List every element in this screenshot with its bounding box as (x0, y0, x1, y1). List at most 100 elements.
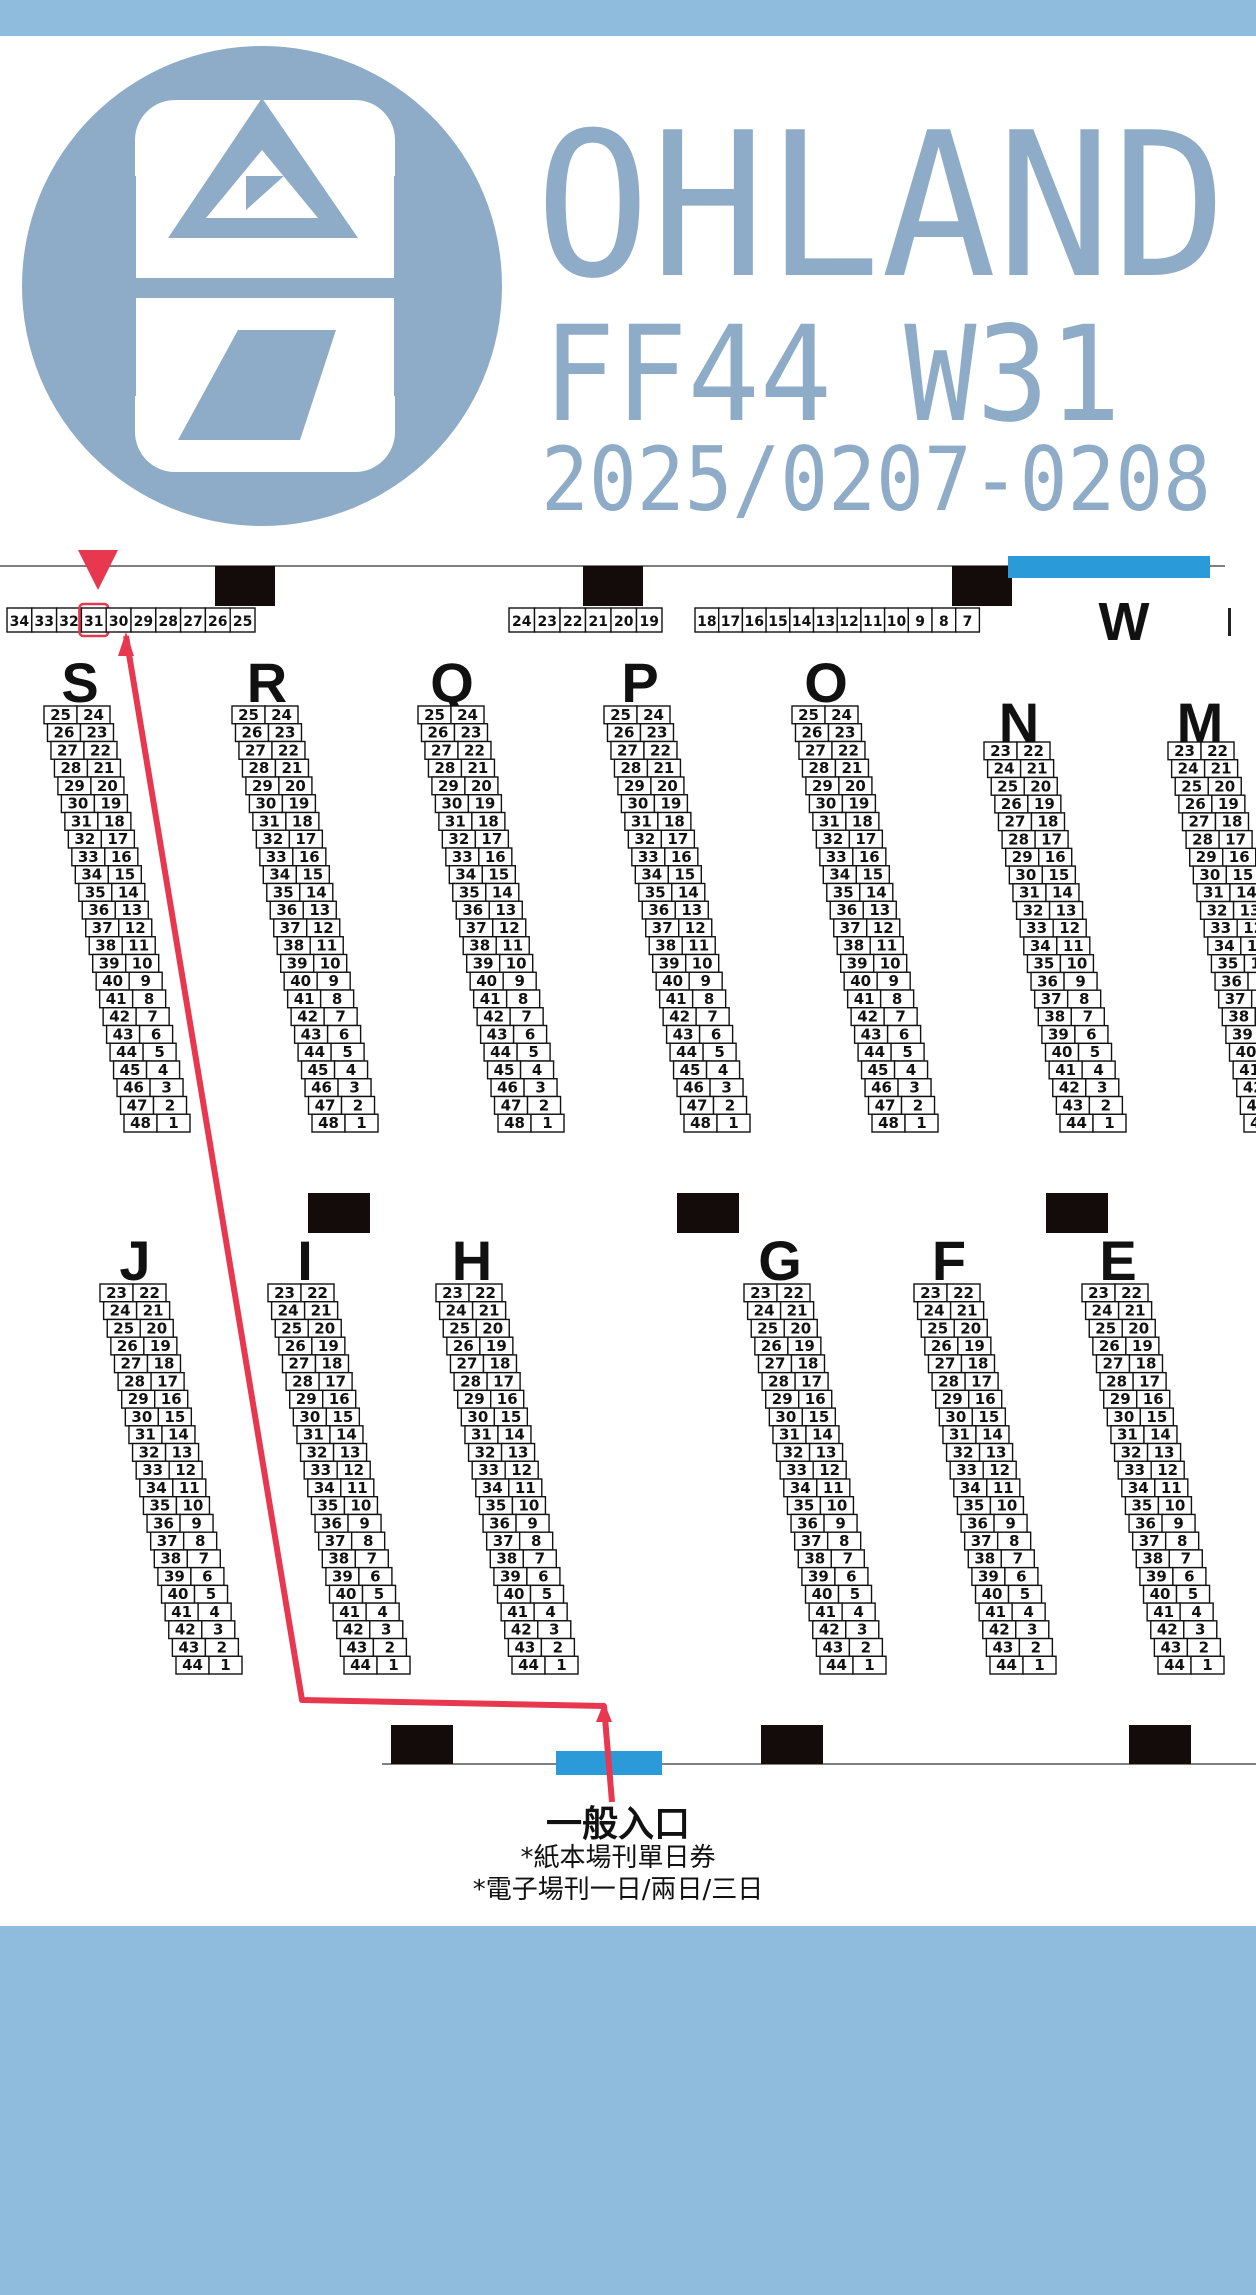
booth-number: 32 (822, 830, 843, 848)
wall-booth: 14 (789, 607, 815, 633)
booth-number: 22 (1207, 742, 1228, 760)
booth-number: 41 (854, 990, 875, 1008)
booth-number: 19 (1132, 1337, 1153, 1355)
booth-number: 31 (1019, 884, 1040, 902)
booth-number: 16 (975, 1390, 996, 1408)
booth-number: 16 (1229, 848, 1250, 866)
booth-number: 25 (610, 706, 631, 724)
booth-number: 10 (350, 1497, 371, 1515)
booth-number: 37 (325, 1532, 346, 1550)
booth-number: 15 (1048, 866, 1069, 884)
booth-number: 28 (620, 759, 641, 777)
booth-number: 40 (290, 972, 311, 990)
booth-number: 3 (535, 1079, 545, 1097)
booth-number: 26 (242, 724, 263, 742)
top-wall: W (0, 556, 1231, 652)
booth-number: 27 (121, 1355, 142, 1373)
booth-number: 23 (920, 1284, 941, 1302)
booth-number: 1 (728, 1114, 738, 1132)
booth-number: 26 (54, 724, 75, 742)
booth-number: 15 (332, 1408, 353, 1426)
booth-number: 24 (643, 706, 664, 724)
pillar (761, 1725, 823, 1764)
booth-number: 5 (902, 1043, 912, 1061)
booth-number: 9 (527, 1514, 537, 1532)
booth-number: 24 (1092, 1302, 1113, 1320)
booth-number: 5 (1090, 1043, 1100, 1061)
booth-number: 44 (1066, 1114, 1087, 1132)
booth-number: 31 (949, 1426, 970, 1444)
booth-number: 26 (453, 1337, 474, 1355)
booth-number: 14 (1236, 884, 1256, 902)
booth-number: 11 (993, 1479, 1014, 1497)
booth-number: 14 (168, 1426, 189, 1444)
booth-number: 32 (783, 1443, 804, 1461)
booth-number: 8 (1079, 990, 1089, 1008)
booth-number: 7 (335, 1008, 345, 1026)
wall-booth: 19 (635, 607, 663, 633)
booth-number: 21 (479, 1302, 500, 1320)
booth-number: 25 (997, 777, 1018, 795)
row-letter: O (804, 651, 848, 714)
booth-number: 42 (483, 1008, 504, 1026)
booth-number: 20 (314, 1319, 335, 1337)
booth-number: 20 (285, 777, 306, 795)
booth-number: 13 (1240, 901, 1256, 919)
booth-number: 28 (938, 1372, 959, 1390)
wall-booth-number: 18 (697, 614, 716, 630)
booth-number: 25 (757, 1319, 778, 1337)
entrance-title: 一般入口 (546, 1804, 690, 1845)
booth-number: 15 (808, 1408, 829, 1426)
booth-number: 27 (1189, 813, 1210, 831)
booth-number: 19 (318, 1337, 339, 1355)
booth-number: 38 (843, 937, 864, 955)
booth-number: 1 (220, 1656, 230, 1674)
booth-number: 39 (332, 1567, 353, 1585)
booth-number: 4 (545, 1603, 555, 1621)
booth-number: 17 (295, 830, 316, 848)
booth-number: 18 (478, 812, 499, 830)
booth-number: 12 (313, 919, 334, 937)
booth-number: 37 (493, 1532, 514, 1550)
wall-booth-number: 33 (34, 614, 53, 630)
booth-number: 3 (721, 1079, 731, 1097)
booth-number: 44 (304, 1043, 325, 1061)
booth-number: 23 (461, 724, 482, 742)
booth-number: 32 (262, 830, 283, 848)
booth-number: 38 (804, 1550, 825, 1568)
booth-number: 19 (848, 795, 869, 813)
booth-number: 46 (311, 1079, 332, 1097)
booth-number: 42 (669, 1008, 690, 1026)
booth-number: 18 (798, 1355, 819, 1373)
booth-number: 38 (283, 937, 304, 955)
booth-number: 25 (424, 706, 445, 724)
booth-number: 6 (370, 1567, 380, 1585)
booth-number: 6 (711, 1025, 721, 1043)
wall-booth: 25 (229, 607, 256, 633)
booth-number: 33 (266, 848, 287, 866)
booth-number: 24 (831, 706, 852, 724)
booth-number: 39 (287, 954, 308, 972)
booth-number: 14 (504, 1426, 525, 1444)
wall-booth-number: 30 (109, 614, 129, 630)
booth-number: 6 (525, 1025, 535, 1043)
booth-number: 25 (798, 706, 819, 724)
booth-number: 31 (1203, 884, 1224, 902)
booth-number: 41 (294, 990, 315, 1008)
booth-number: 34 (1030, 937, 1051, 955)
booth-number: 11 (1063, 937, 1084, 955)
booth-number: 38 (974, 1550, 995, 1568)
booth-number: 21 (143, 1302, 164, 1320)
booth-number: 15 (488, 866, 509, 884)
booth-number: 30 (1015, 866, 1036, 884)
booth-number: 29 (438, 777, 459, 795)
booth-number: 48 (878, 1114, 899, 1132)
booth-number: 44 (676, 1043, 697, 1061)
booth-number: 13 (816, 1443, 837, 1461)
booth-number: 23 (647, 724, 668, 742)
booth-number: 12 (819, 1461, 840, 1479)
booth-number: 41 (666, 990, 687, 1008)
booth-number: 9 (328, 972, 338, 990)
booth-number: 26 (117, 1337, 138, 1355)
